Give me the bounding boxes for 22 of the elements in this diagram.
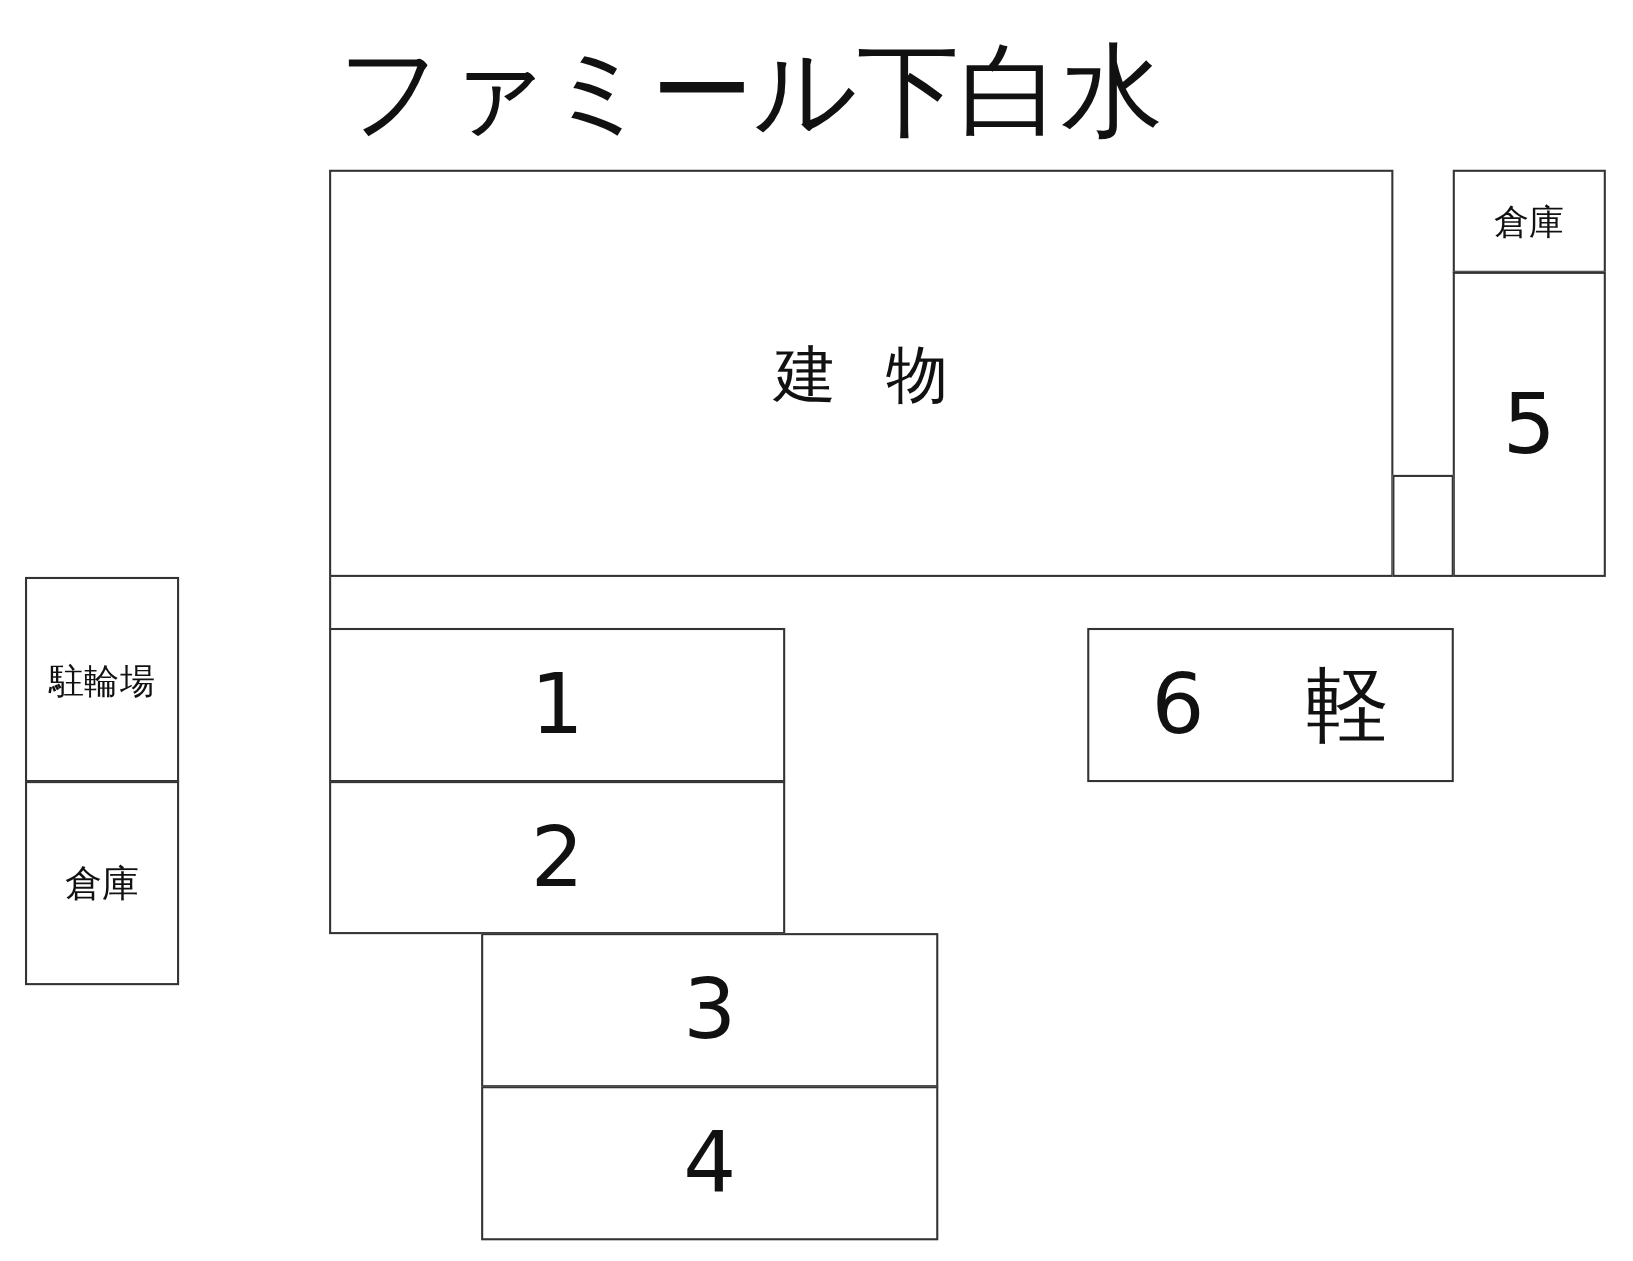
- area-label: 倉庫: [1493, 203, 1565, 239]
- area-label: 1: [530, 663, 584, 747]
- building-area: [329, 169, 1394, 577]
- storage-room: [25, 781, 180, 986]
- small-area: [1392, 474, 1454, 577]
- area-label: 4: [683, 1121, 737, 1205]
- parking-space: [329, 627, 786, 783]
- parking-space: [1452, 271, 1606, 577]
- parking-space: [481, 1086, 939, 1241]
- area-label: 6 軽: [1151, 663, 1390, 747]
- area-label: 3: [683, 968, 737, 1052]
- area-label: 5: [1502, 382, 1556, 467]
- parking-space: [481, 933, 939, 1088]
- parking-space: [1087, 627, 1454, 783]
- bicycle-parking: [25, 576, 180, 783]
- storage-room: [1452, 169, 1606, 273]
- title: ファミール下白水: [338, 39, 1164, 142]
- area-label: 倉庫: [64, 864, 140, 902]
- area-label: 2: [530, 815, 584, 900]
- area-label: 駐輪場: [48, 661, 156, 698]
- area-label: 建物: [773, 342, 999, 405]
- parking-space: [329, 781, 786, 935]
